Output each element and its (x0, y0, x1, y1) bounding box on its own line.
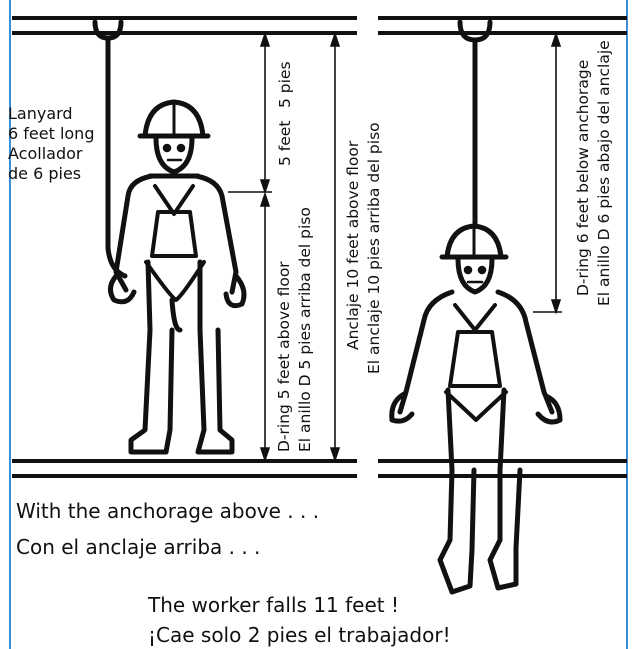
caption-anclaje-arriba: Con el anclaje arriba . . . (16, 534, 260, 560)
dimension-line-right (533, 34, 562, 312)
lanyard-label-line-2: 6 feet long (8, 124, 94, 144)
dring-below-anchor-label: D-ring 6 feet below anchorage (574, 60, 593, 296)
dring-above-floor-label-es: El anillo D 5 pies arriba del piso (296, 207, 315, 452)
five-feet-label: 5 feet (276, 121, 295, 166)
anchorage-height-label: Anclaje 10 feet above floor (344, 141, 363, 350)
right-anchor-lanyard (460, 22, 490, 232)
hanging-worker (392, 226, 560, 592)
dring-above-floor-label: D-ring 5 feet above floor (275, 261, 294, 452)
lanyard-label-line-4: de 6 pies (8, 164, 81, 184)
anchorage-height-label-es: El anclaje 10 pies arriba del piso (365, 122, 384, 374)
caption-cae-solo: ¡Cae solo 2 pies el trabajador! (148, 622, 451, 648)
left-top-beam (12, 18, 357, 33)
right-top-beam (378, 18, 627, 33)
lanyard-label-line-3: Acollador (8, 144, 82, 164)
lanyard-label-line-1: Lanyard (8, 104, 73, 124)
caption-worker-falls: The worker falls 11 feet ! (148, 592, 399, 618)
caption-anchorage-above: With the anchorage above . . . (16, 498, 319, 524)
dring-below-anchor-label-es: El anillo D 6 pies abajo del anclaje (595, 40, 614, 306)
left-floor (12, 461, 357, 476)
standing-worker (110, 102, 244, 452)
five-pies-label: 5 pies (276, 61, 295, 108)
